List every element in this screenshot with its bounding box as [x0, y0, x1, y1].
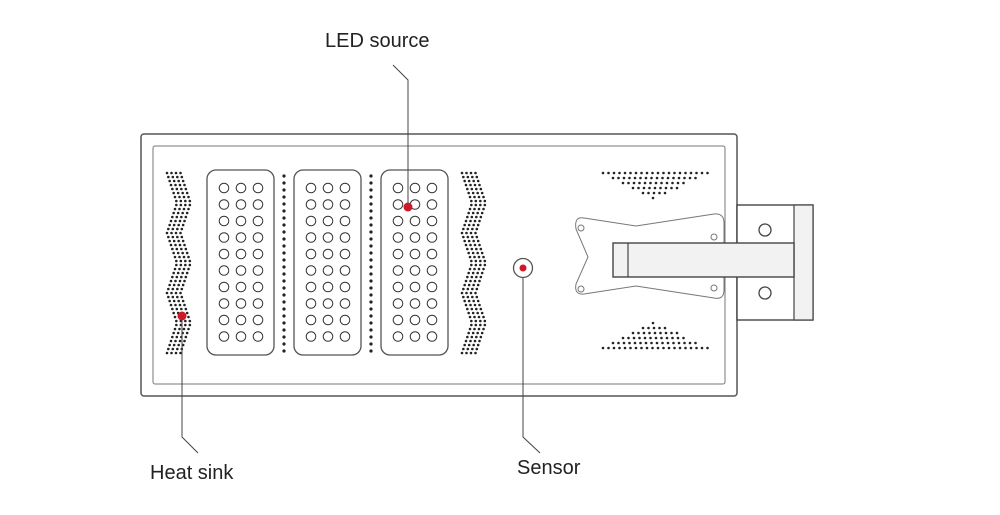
heat-sink-right [460, 171, 487, 355]
heat-sink-marker [177, 311, 187, 321]
sensor-marker [519, 264, 527, 272]
sensor-leader [522, 278, 541, 454]
heat-sink-label: Heat sink [150, 462, 234, 484]
led-source-marker [403, 202, 413, 212]
led-panel-2 [293, 169, 362, 356]
led-source-label: LED source [325, 30, 430, 52]
led-source-leader [392, 64, 409, 207]
heat-sink-leader [181, 316, 199, 454]
vent-top [601, 171, 709, 200]
sensor [512, 257, 534, 279]
led-panel-3 [380, 169, 449, 356]
led-panels [206, 169, 449, 356]
led-panel-1 [206, 169, 275, 356]
sensor-label: Sensor [517, 457, 581, 479]
led-circles [218, 182, 438, 342]
separator-dots [282, 174, 373, 353]
vent-bottom [601, 321, 709, 350]
bracket-arm [612, 242, 795, 278]
